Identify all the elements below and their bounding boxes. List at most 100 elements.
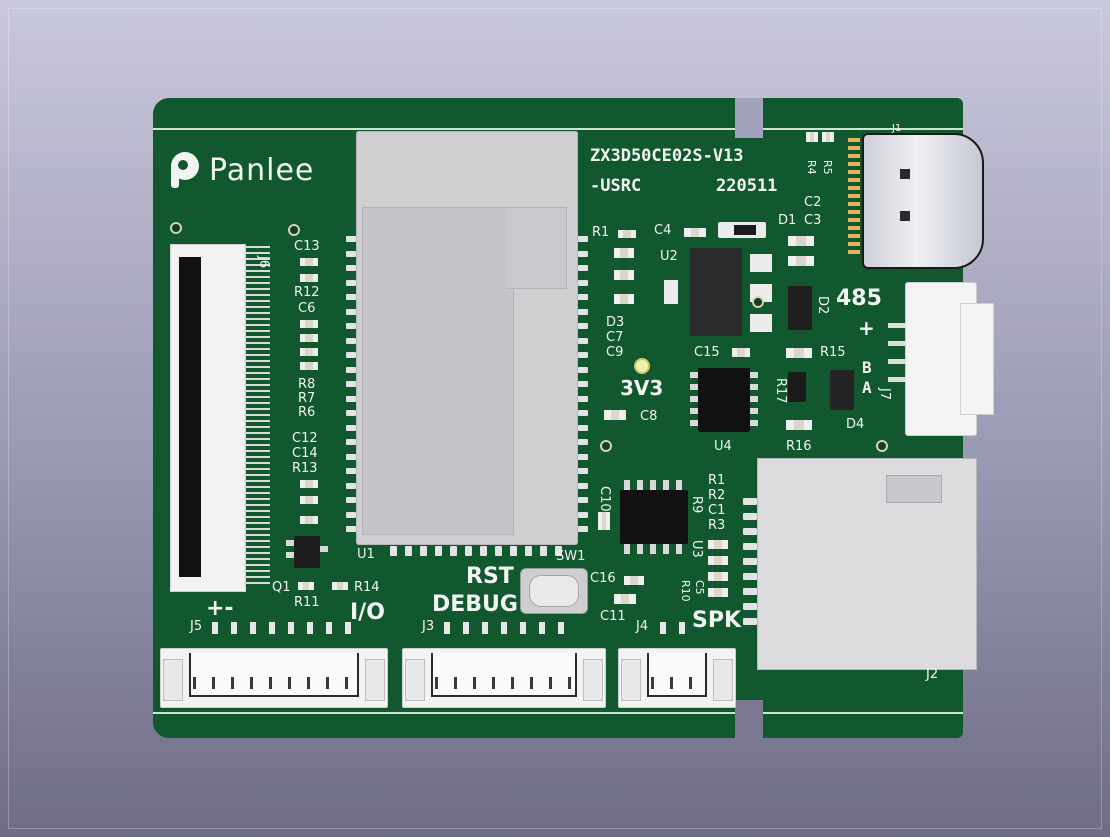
j4-body [647, 653, 707, 697]
j4-ear-left [621, 659, 641, 701]
label-c2: C2 [804, 195, 822, 210]
module-pad [578, 265, 588, 271]
via [170, 222, 182, 234]
smd-r4 [806, 132, 818, 142]
smd-c6 [300, 320, 319, 328]
j5-body [189, 653, 359, 697]
j3-body [431, 653, 577, 697]
j5-ear-left [163, 659, 183, 701]
silk-edge-top-left [153, 128, 735, 130]
u4-pins-right [750, 372, 758, 428]
smd-c12 [300, 516, 319, 524]
u3-pins-top [624, 480, 684, 490]
module-pad [578, 410, 588, 416]
module-pad [420, 546, 427, 556]
label-u4: U4 [714, 439, 732, 454]
label-q1: Q1 [272, 580, 291, 595]
smd-r1-right [708, 588, 728, 597]
sd-contact [743, 573, 757, 580]
led-3v3 [634, 358, 650, 374]
label-c4: C4 [654, 223, 672, 238]
silk-edge-top-right [763, 128, 963, 130]
j3-pads [444, 622, 570, 634]
module-pad [346, 526, 356, 532]
smd-d3-a [614, 248, 634, 258]
label-c7: C7 [606, 330, 624, 345]
module-pad [578, 250, 588, 257]
usb-c-port[interactable] [862, 133, 984, 269]
module-pad [578, 279, 588, 286]
module-pad [578, 439, 588, 445]
model-line-1: ZX3D50CE02S-V13 [590, 146, 744, 166]
module-pad [405, 546, 412, 556]
label-r1-top: R1 [592, 225, 610, 240]
label-c8: C8 [640, 409, 658, 424]
module-pad [346, 395, 356, 402]
sd-contact [743, 618, 757, 625]
module-pad [465, 546, 472, 556]
label-r3: R3 [708, 518, 726, 533]
label-sw1: SW1 [556, 549, 586, 564]
label-u3: U3 [689, 540, 704, 558]
sd-contact [743, 528, 757, 535]
reset-switch-sw1[interactable] [520, 568, 588, 614]
ic-u3 [620, 480, 688, 554]
label-r2: R2 [708, 488, 726, 503]
smd-c8 [604, 410, 626, 420]
label-c16: C16 [590, 571, 616, 586]
label-485: 485 [836, 286, 882, 311]
module-pad [578, 468, 588, 474]
j7-latch [960, 303, 994, 415]
label-r12: R12 [294, 285, 320, 300]
sd-contact [743, 498, 757, 505]
label-plus-minus: +- [206, 596, 234, 621]
label-r16: R16 [786, 439, 812, 454]
module-pad [346, 323, 356, 329]
via [876, 440, 888, 452]
smd-c16 [624, 576, 644, 585]
board-cutout-top [735, 98, 763, 138]
smd-r-b [300, 348, 319, 356]
smd-c4 [684, 228, 706, 237]
via [752, 296, 764, 308]
label-io: I/O [350, 600, 385, 625]
connector-j5 [160, 648, 388, 708]
label-r9: R9 [689, 496, 704, 514]
connector-485-j7 [888, 282, 994, 436]
module-pad [346, 250, 356, 257]
u3-pins-bottom [624, 544, 684, 554]
module-pad [578, 381, 588, 387]
module-pad [495, 546, 502, 556]
smd-c11 [614, 594, 636, 604]
smd-r11 [298, 582, 314, 590]
smd-c14 [300, 496, 319, 504]
label-j7: J7 [877, 388, 892, 401]
date-code: 220511 [716, 176, 778, 196]
label-r4: R4 [805, 160, 818, 175]
label-j5: J5 [190, 619, 203, 634]
via [600, 440, 612, 452]
reset-button[interactable] [529, 575, 579, 607]
diode-d1 [718, 222, 766, 238]
module-pad [555, 546, 562, 556]
module-pad [346, 265, 356, 271]
sd-card-slot-j2[interactable] [757, 458, 977, 670]
label-r11: R11 [294, 595, 320, 610]
smd-r16 [786, 420, 812, 430]
j5-pads [212, 622, 352, 634]
smd-c1 [708, 556, 728, 565]
smd-r5 [822, 132, 834, 142]
smd-c2 [788, 236, 814, 246]
module-pad [578, 366, 588, 373]
j4-pads [660, 622, 690, 634]
label-j4: J4 [636, 619, 649, 634]
label-485-a: A [862, 378, 872, 397]
via [288, 224, 300, 236]
fpc-slot [179, 257, 201, 577]
module-pad [578, 511, 588, 518]
model-line-2: -USRC [590, 176, 642, 196]
label-d1: D1 [778, 213, 797, 228]
module-pad [578, 236, 588, 242]
module-pad [390, 546, 397, 556]
smd-c3 [788, 256, 814, 266]
